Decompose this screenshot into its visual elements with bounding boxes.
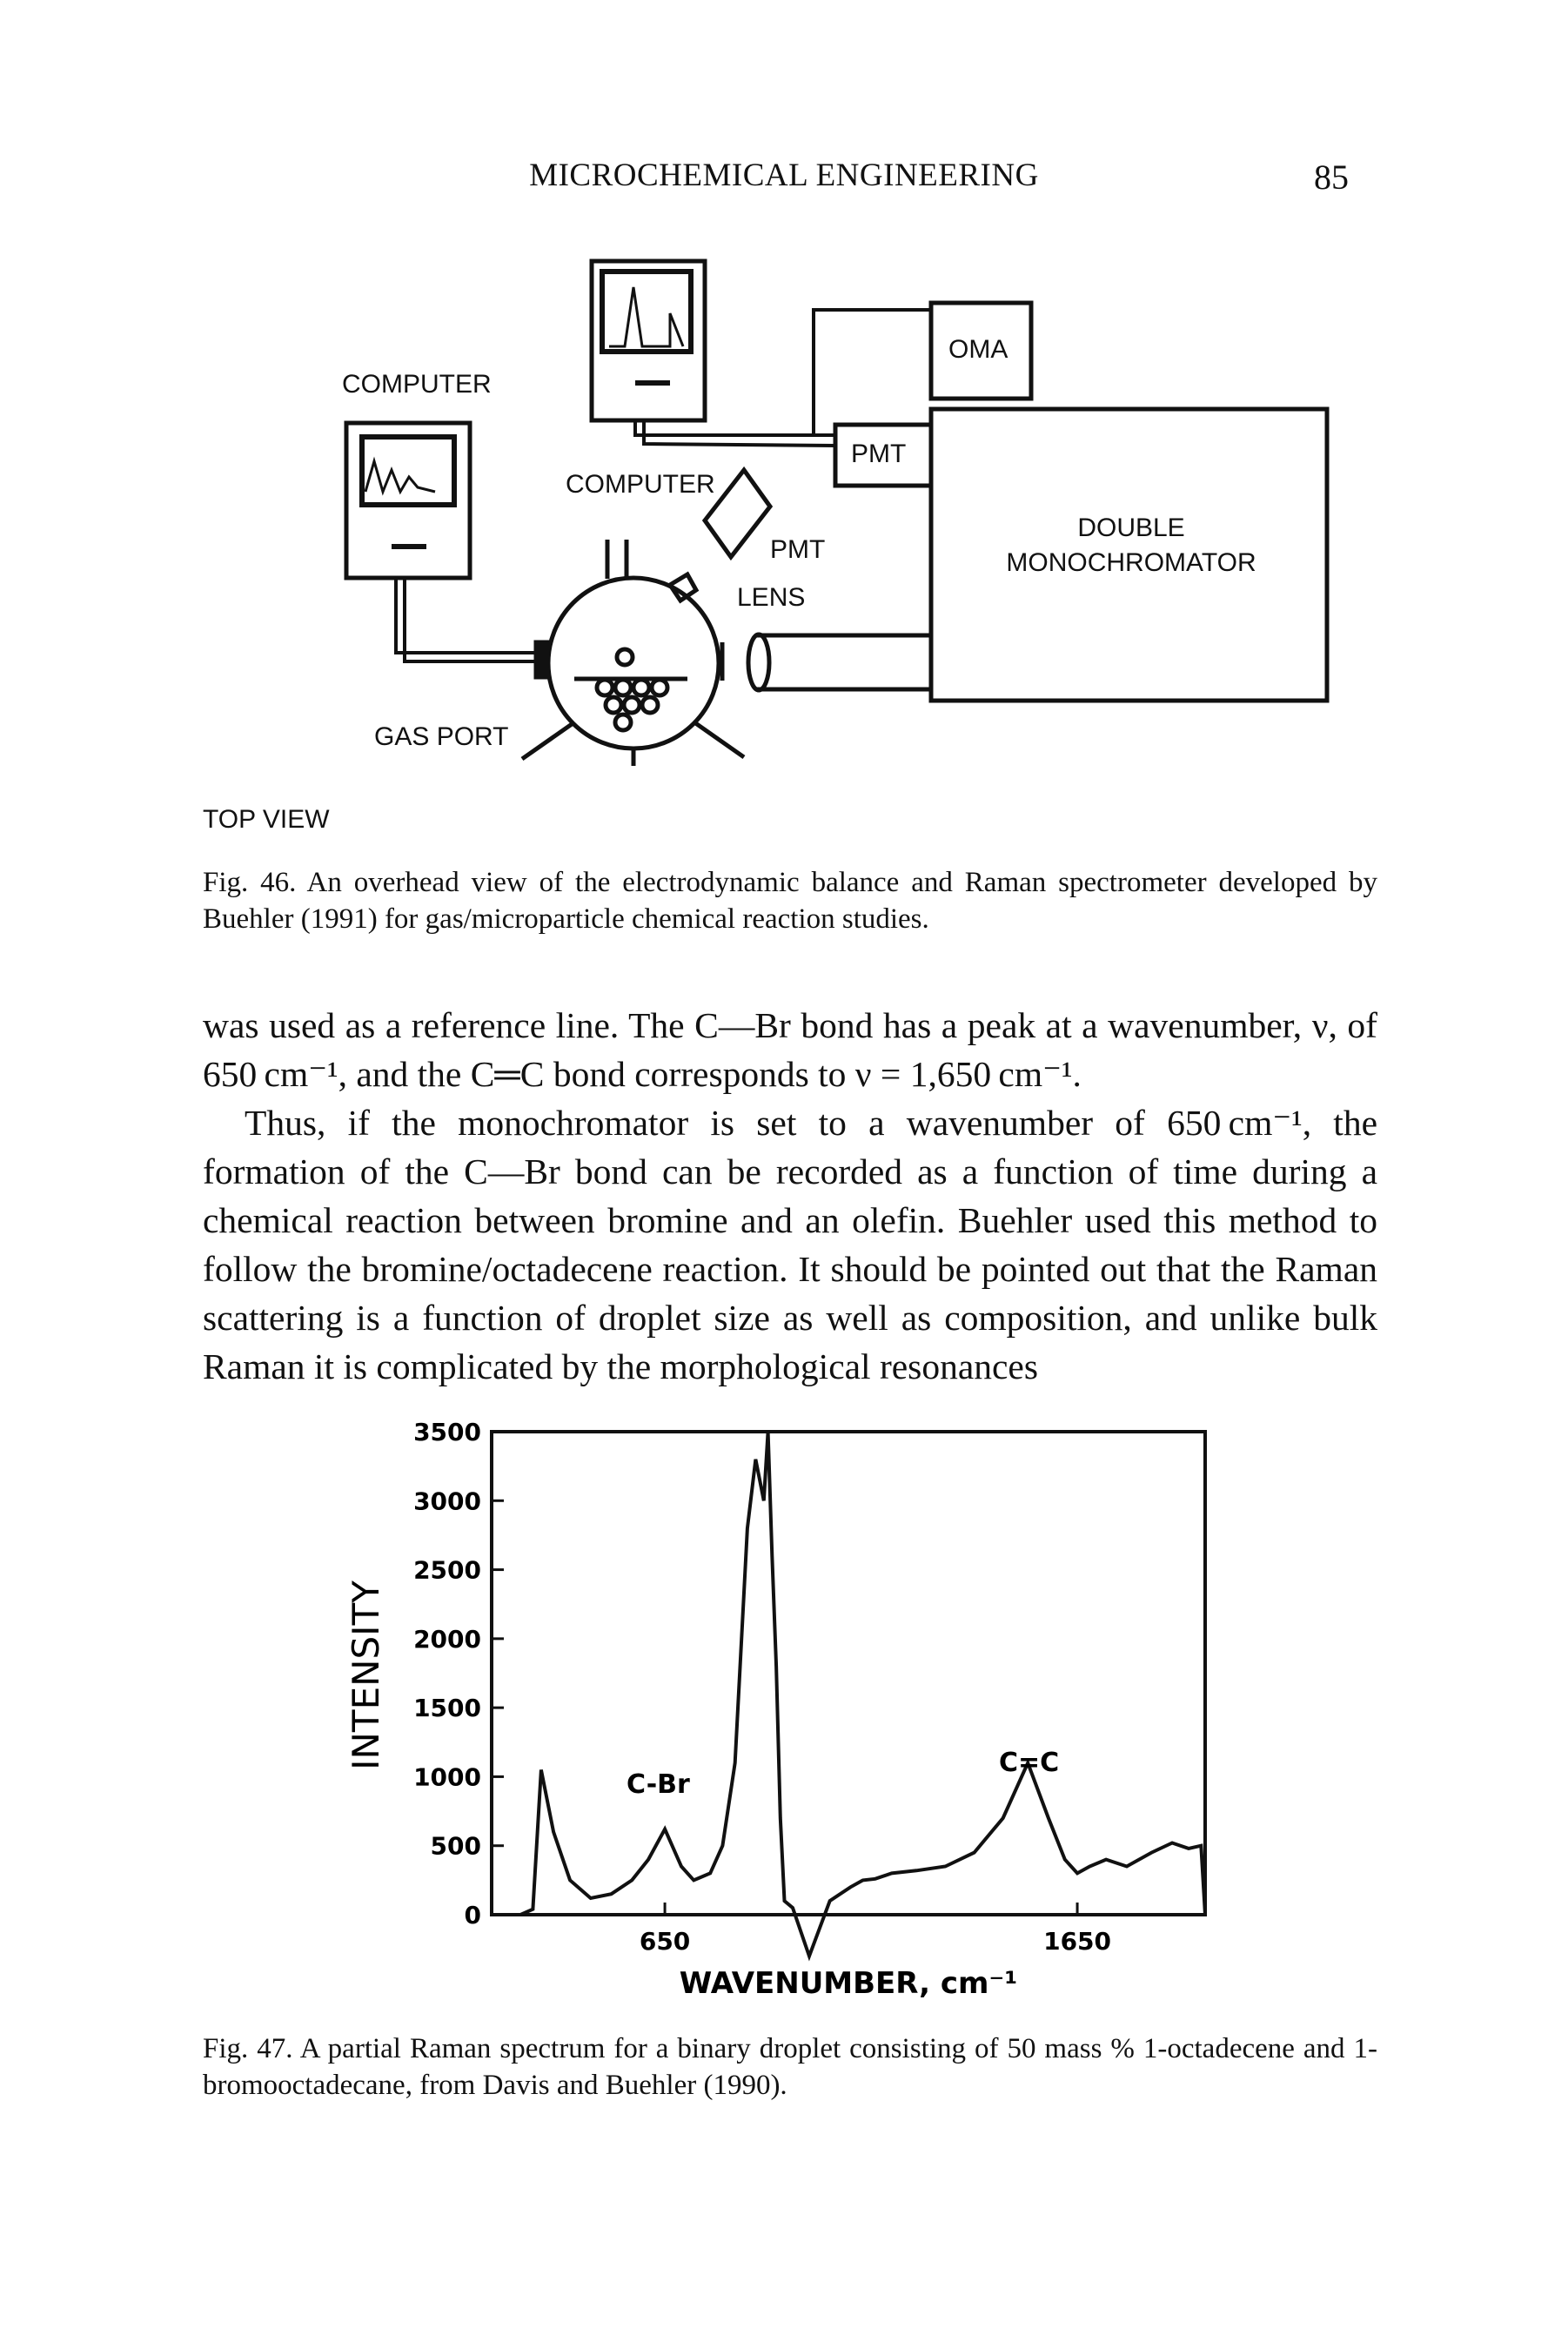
pmt-probe <box>701 466 774 561</box>
y-axis-label: INTENSITY <box>345 1581 387 1770</box>
left-computer-monitor <box>344 420 472 581</box>
label-lens: LENS <box>737 583 806 612</box>
paragraph-2: Thus, if the monochromator is set to a w… <box>203 1103 1377 1386</box>
body-text: was used as a reference line. The C—Br b… <box>203 1001 1377 1391</box>
label-computer-left: COMPUTER <box>342 370 492 399</box>
y-tick-label: 500 <box>431 1832 481 1861</box>
label-gas-port: GAS PORT <box>374 722 509 751</box>
figure-46-caption-text: An overhead view of the electrodynamic b… <box>203 867 1377 935</box>
center-computer-screen <box>600 269 694 354</box>
label-oma: OMA <box>948 335 1008 364</box>
label-pmt-box: PMT <box>851 440 907 468</box>
pmt-box <box>833 422 934 488</box>
paragraph-1: was used as a reference line. The C—Br b… <box>203 1005 1377 1094</box>
figure-47-caption-label: Fig. 47. <box>203 2033 293 2064</box>
y-tick-label: 3500 <box>413 1418 481 1446</box>
y-tick-label: 0 <box>465 1901 481 1930</box>
label-monochromator: MONOCHROMATOR <box>1006 548 1256 577</box>
spectrum-line <box>492 1431 1207 1962</box>
figure-46-caption: Fig. 46. An overhead view of the electro… <box>203 864 1377 937</box>
x-tick-label: 1650 <box>1043 1927 1111 1956</box>
center-computer-monitor <box>589 258 707 423</box>
running-title: MICROCHEMICAL ENGINEERING <box>529 158 1039 193</box>
annotation-c-br: C-Br <box>627 1769 690 1800</box>
y-tick-label: 3000 <box>413 1487 481 1515</box>
x-tick-label: 650 <box>640 1927 690 1956</box>
label-double: DOUBLE <box>1077 513 1185 542</box>
x-axis-label: WAVENUMBER, cm⁻¹ <box>680 1966 1018 2001</box>
label-top-view: TOP VIEW <box>203 805 330 834</box>
y-tick-label: 2000 <box>413 1625 481 1654</box>
plot-frame <box>490 1430 1207 1916</box>
oma-box <box>928 300 1034 401</box>
page-number: 85 <box>1314 158 1349 197</box>
figure-47-caption: Fig. 47. A partial Raman spectrum for a … <box>203 2030 1377 2104</box>
y-tick-label: 1500 <box>413 1694 481 1722</box>
figure-47-caption-text: A partial Raman spectrum for a binary dr… <box>203 2033 1377 2101</box>
annotation-c-c: C=C <box>999 1748 1059 1778</box>
left-computer-screen <box>359 434 457 507</box>
figure-46-caption-label: Fig. 46. <box>203 867 297 898</box>
label-pmt: PMT <box>770 535 826 564</box>
y-tick-label: 2500 <box>413 1556 481 1585</box>
y-tick-label: 1000 <box>413 1762 481 1791</box>
double-monochromator-box <box>928 406 1330 703</box>
label-computer-center: COMPUTER <box>566 470 715 499</box>
